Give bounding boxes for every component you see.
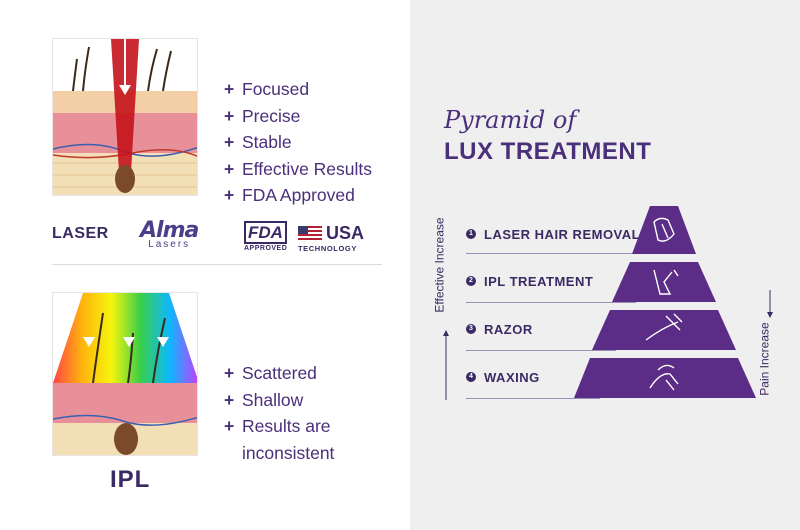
tier-leader-line (466, 253, 652, 254)
fda-approved-logo: FDA APPROVED (244, 221, 288, 252)
pyramid-title-main: LUX TREATMENT (444, 138, 652, 165)
ipl-drawbacks-list: +Scattered +Shallow +Results are inconsi… (224, 360, 404, 466)
right-panel (410, 0, 800, 530)
waxing-icon (649, 364, 679, 391)
tier-label-waxing: WAXING (484, 370, 540, 385)
razor-icon (645, 313, 683, 341)
section-divider (52, 264, 382, 265)
list-item-label: Shallow (242, 389, 304, 410)
tier-leader-line (466, 350, 616, 351)
ipl-illustration (52, 292, 198, 456)
list-item: +Shallow (224, 389, 304, 410)
usa-logo-sub: TECHNOLOGY (298, 244, 357, 253)
ipl-leg-icon (653, 269, 679, 295)
laser-illustration (52, 38, 198, 196)
usa-technology-logo: USA TECHNOLOGY (298, 223, 364, 253)
tier-number: 3 (466, 324, 476, 334)
tier-number: 4 (466, 372, 476, 382)
ipl-caption: IPL (110, 466, 151, 493)
list-item-label: Results are inconsistent (242, 416, 335, 463)
list-item: +FDA Approved (224, 185, 355, 205)
list-item-label: Stable (242, 132, 292, 152)
fda-logo-word: FDA (244, 221, 287, 244)
list-item: +Scattered (224, 363, 317, 383)
list-item-label: FDA Approved (242, 185, 355, 205)
tier-number: 2 (466, 276, 476, 286)
tier-label-razor: RAZOR (484, 322, 533, 337)
list-item: +Stable (224, 132, 292, 152)
alma-lasers-logo: Alma Lasers (140, 218, 199, 250)
pyramid-tier-3 (592, 310, 736, 350)
list-item-label: Focused (242, 79, 310, 99)
usa-flag-icon (298, 225, 322, 242)
pyramid-title-script: Pyramid of (444, 106, 577, 134)
effective-increase-axis-label: Effective Increase (432, 217, 447, 313)
laser-caption: LASER (52, 225, 109, 242)
laser-hair-icon (653, 217, 675, 242)
alma-logo-word: Alma (140, 218, 199, 243)
lux-treatment-pyramid (574, 206, 756, 398)
tier-leader-line (466, 398, 600, 399)
fda-logo-sub: APPROVED (244, 245, 288, 252)
list-item: +Results are inconsistent (224, 413, 404, 466)
list-item: +Precise (224, 105, 301, 126)
list-item-label: Scattered (242, 363, 317, 383)
tier-label-ipl-treatment: IPL TREATMENT (484, 274, 594, 289)
pain-increase-arrow-icon (767, 290, 773, 318)
list-item-label: Precise (242, 105, 301, 126)
tier-number: 1 (466, 229, 476, 239)
usa-logo-word: USA (326, 223, 365, 243)
list-item: +Effective Results (224, 158, 373, 179)
list-item-label: Effective Results (242, 158, 373, 179)
effective-increase-arrow-icon (443, 330, 449, 400)
list-item: +Focused (224, 79, 310, 99)
laser-benefits-list: +Focused +Precise +Stable +Effective Res… (224, 76, 372, 209)
tier-label-laser-hair-removal: LASER HAIR REMOVAL (484, 227, 641, 242)
tier-leader-line (466, 302, 636, 303)
pyramid-tier-4 (574, 358, 756, 398)
alma-logo-sub: Lasers (148, 239, 191, 250)
